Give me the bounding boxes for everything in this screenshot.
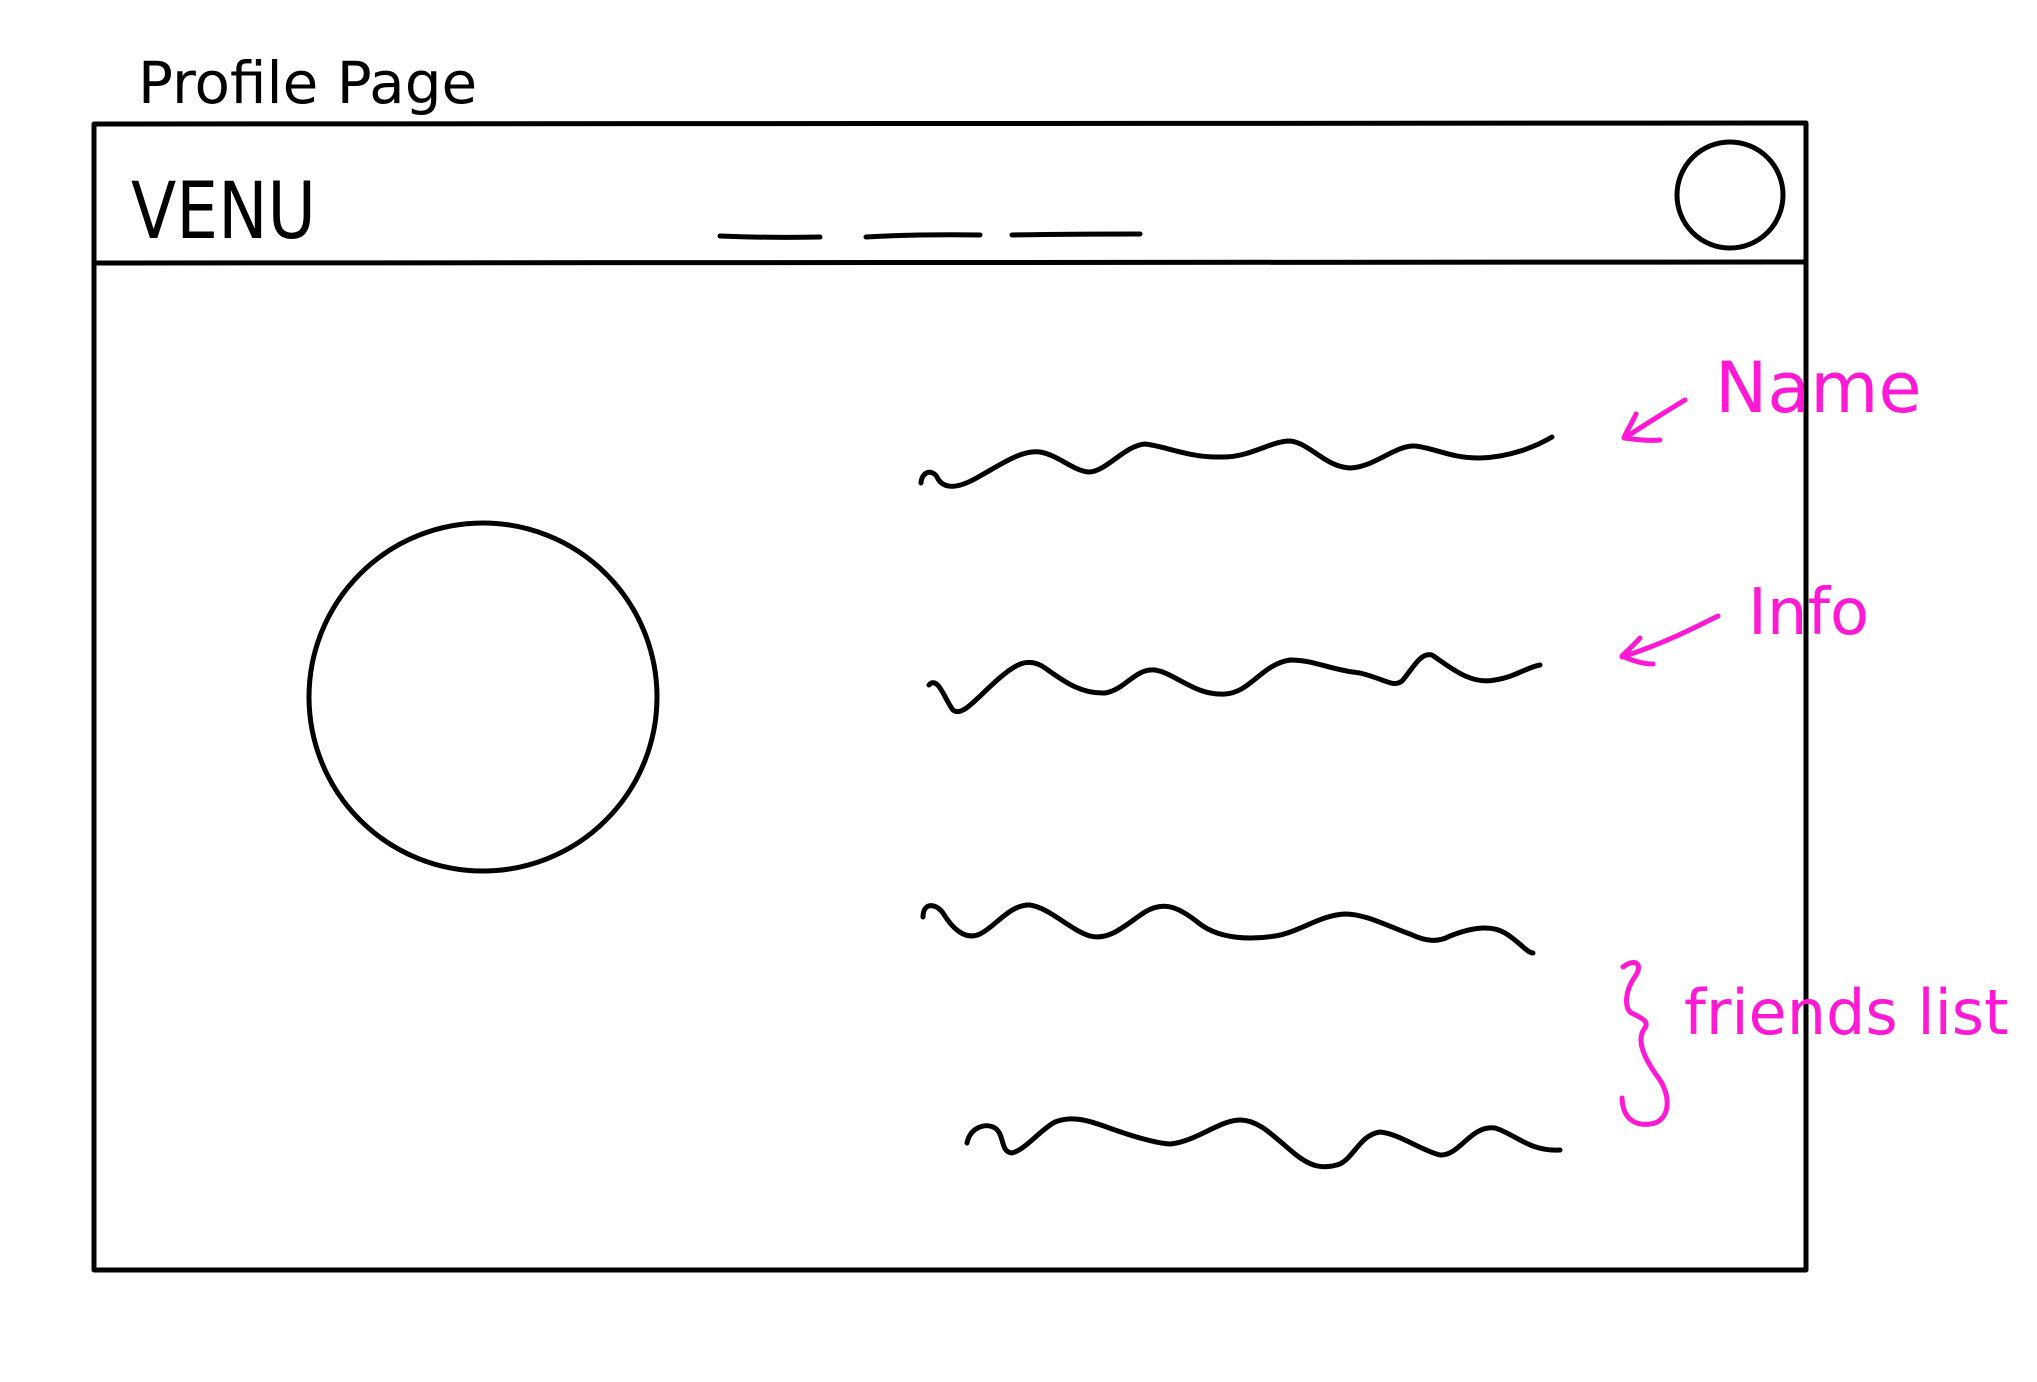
- nav-link-placeholder[interactable]: [863, 232, 983, 240]
- annotation-info: Info: [1748, 576, 1869, 650]
- avatar-icon[interactable]: [1674, 139, 1786, 251]
- profile-picture-icon: [306, 520, 660, 874]
- profile-info-placeholder: [926, 652, 1543, 715]
- page-title: Profile Page: [138, 49, 477, 117]
- arrow-left-icon: [1621, 397, 1688, 443]
- annotations: Name Info friends list: [1619, 347, 2008, 1127]
- arrow-left-icon: [1619, 613, 1721, 667]
- header-divider: [93, 259, 1807, 266]
- nav-links-placeholder: [717, 231, 1143, 240]
- app-header: VENU: [131, 139, 1786, 257]
- annotation-name: Name: [1715, 347, 1922, 429]
- curly-brace-icon: [1619, 960, 1670, 1127]
- profile-content: [306, 434, 1563, 1170]
- friend-list-item[interactable]: [920, 902, 1536, 956]
- app-logo[interactable]: VENU: [131, 167, 316, 257]
- annotation-friends-list: friends list: [1684, 976, 2008, 1049]
- nav-link-placeholder[interactable]: [1009, 231, 1143, 238]
- profile-name-placeholder: [918, 434, 1555, 489]
- window-border: [91, 120, 1809, 1273]
- friends-list: [920, 902, 1563, 1170]
- friend-list-item[interactable]: [964, 1116, 1563, 1170]
- nav-link-placeholder[interactable]: [717, 233, 823, 240]
- app-window-frame: [91, 120, 1809, 1273]
